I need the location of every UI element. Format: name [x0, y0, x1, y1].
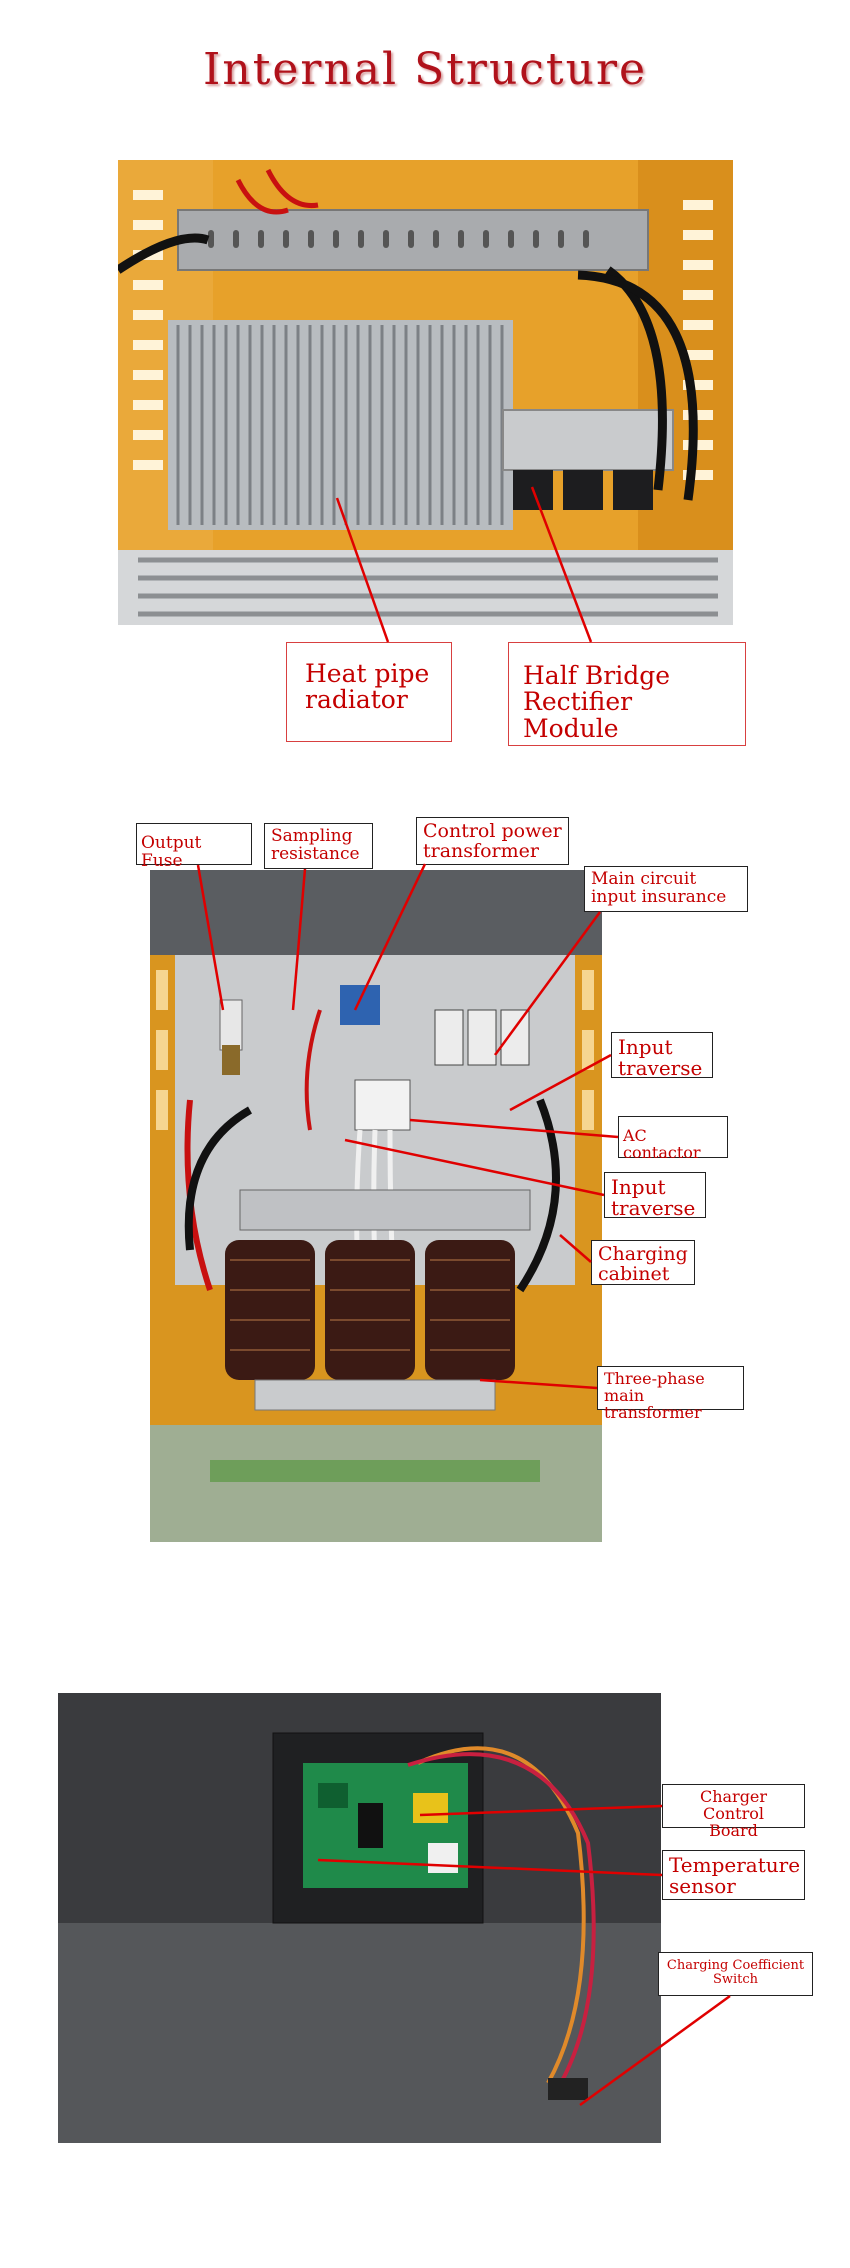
label-half-bridge-rectifier-module: Half Bridge Rectifier Module: [508, 642, 746, 746]
photo-charger-control-board: [58, 1693, 661, 2143]
control-board-illustration: [58, 1693, 661, 2143]
label-charging-coefficient-switch: Charging Coefficient Switch: [658, 1952, 813, 1996]
label-three-phase-main-transformer: Three-phase main transformer: [597, 1366, 744, 1420]
radiator-illustration: [118, 160, 733, 625]
label-ac-contactor: AC contactor: [618, 1116, 728, 1161]
label-control-power-transformer: Control power transformer: [416, 817, 569, 865]
cabinet-illustration: [150, 870, 602, 1542]
label-temperature-sensor: Temperature sensor: [662, 1850, 805, 1900]
label-output-fuse: Output Fuse: [136, 823, 252, 870]
label-sampling-resistance: Sampling resistance: [264, 823, 373, 869]
photo-heat-pipe-radiator: [118, 160, 733, 625]
label-charger-control-board: Charger Control Board: [662, 1784, 805, 1838]
label-input-traverse-top: Input traverse: [611, 1032, 713, 1079]
label-heat-pipe-radiator: Heat pipe radiator: [286, 642, 452, 742]
label-main-circuit-input-insurance: Main circuit input insurance: [584, 866, 748, 912]
label-input-traverse-bottom: Input traverse: [604, 1172, 706, 1219]
photo-charging-cabinet: [150, 870, 602, 1542]
page-title: Internal Structure: [202, 44, 648, 95]
label-charging-cabinet: Charging cabinet: [591, 1240, 695, 1285]
